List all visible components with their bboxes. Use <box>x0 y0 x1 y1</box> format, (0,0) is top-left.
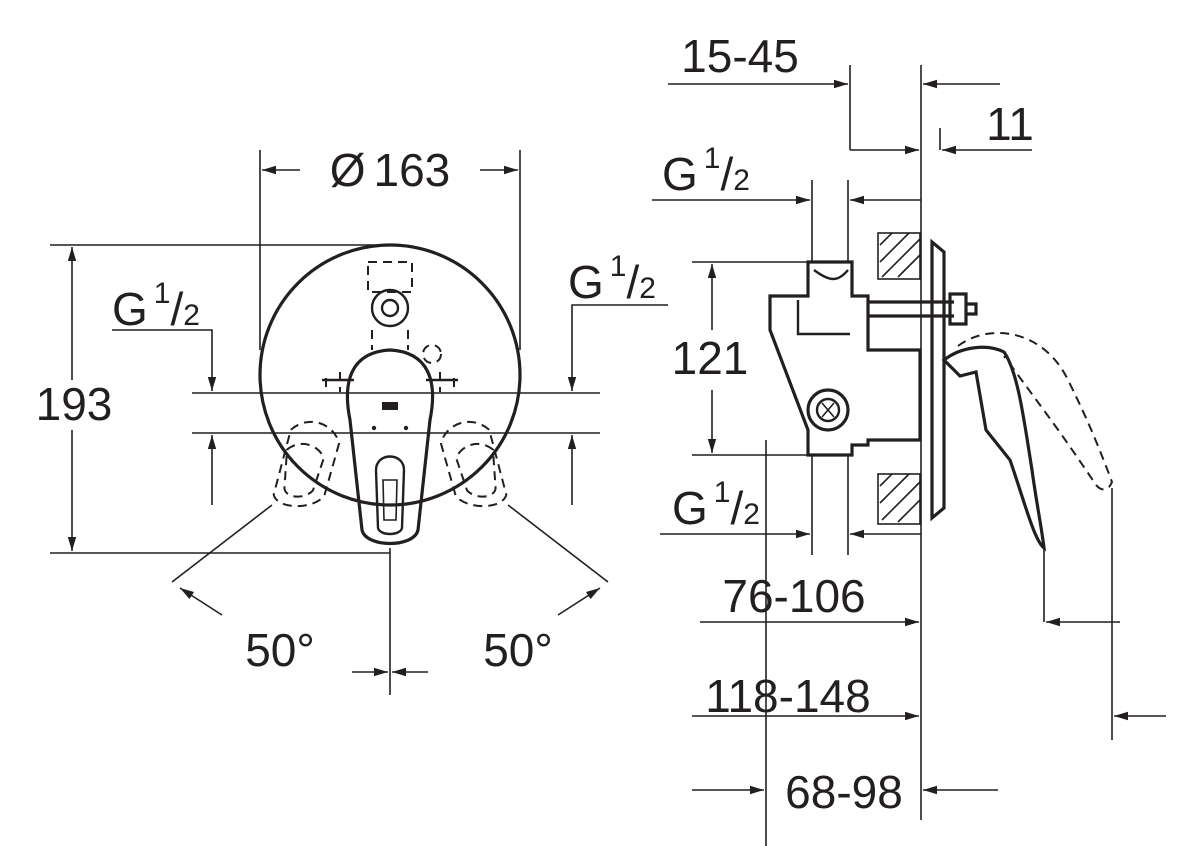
top-connector <box>370 288 410 328</box>
spacing-label: 121 <box>672 332 749 384</box>
angle-left-label: 50° <box>245 624 315 676</box>
escutcheon-plate <box>258 243 522 507</box>
depth-3-label: 68-98 <box>785 766 903 818</box>
diameter-value: 163 <box>374 144 451 196</box>
depth-1-label: 76-106 <box>722 570 865 622</box>
wall-hatch <box>877 232 921 525</box>
plate-thickness-label: 11 <box>986 98 1034 150</box>
angle-right-label: 50° <box>483 624 553 676</box>
depth-2-label: 118-148 <box>705 670 870 722</box>
lever-ghost <box>957 332 1114 491</box>
diameter-symbol: Ø <box>330 144 366 196</box>
height-value: 193 <box>36 378 113 430</box>
wall-range-label: 15-45 <box>681 30 799 82</box>
lever-side <box>941 345 1047 552</box>
mounting-plate <box>930 238 946 522</box>
valve-body <box>768 260 922 457</box>
lever-handle <box>345 348 435 546</box>
hidden-outlet <box>367 261 413 293</box>
